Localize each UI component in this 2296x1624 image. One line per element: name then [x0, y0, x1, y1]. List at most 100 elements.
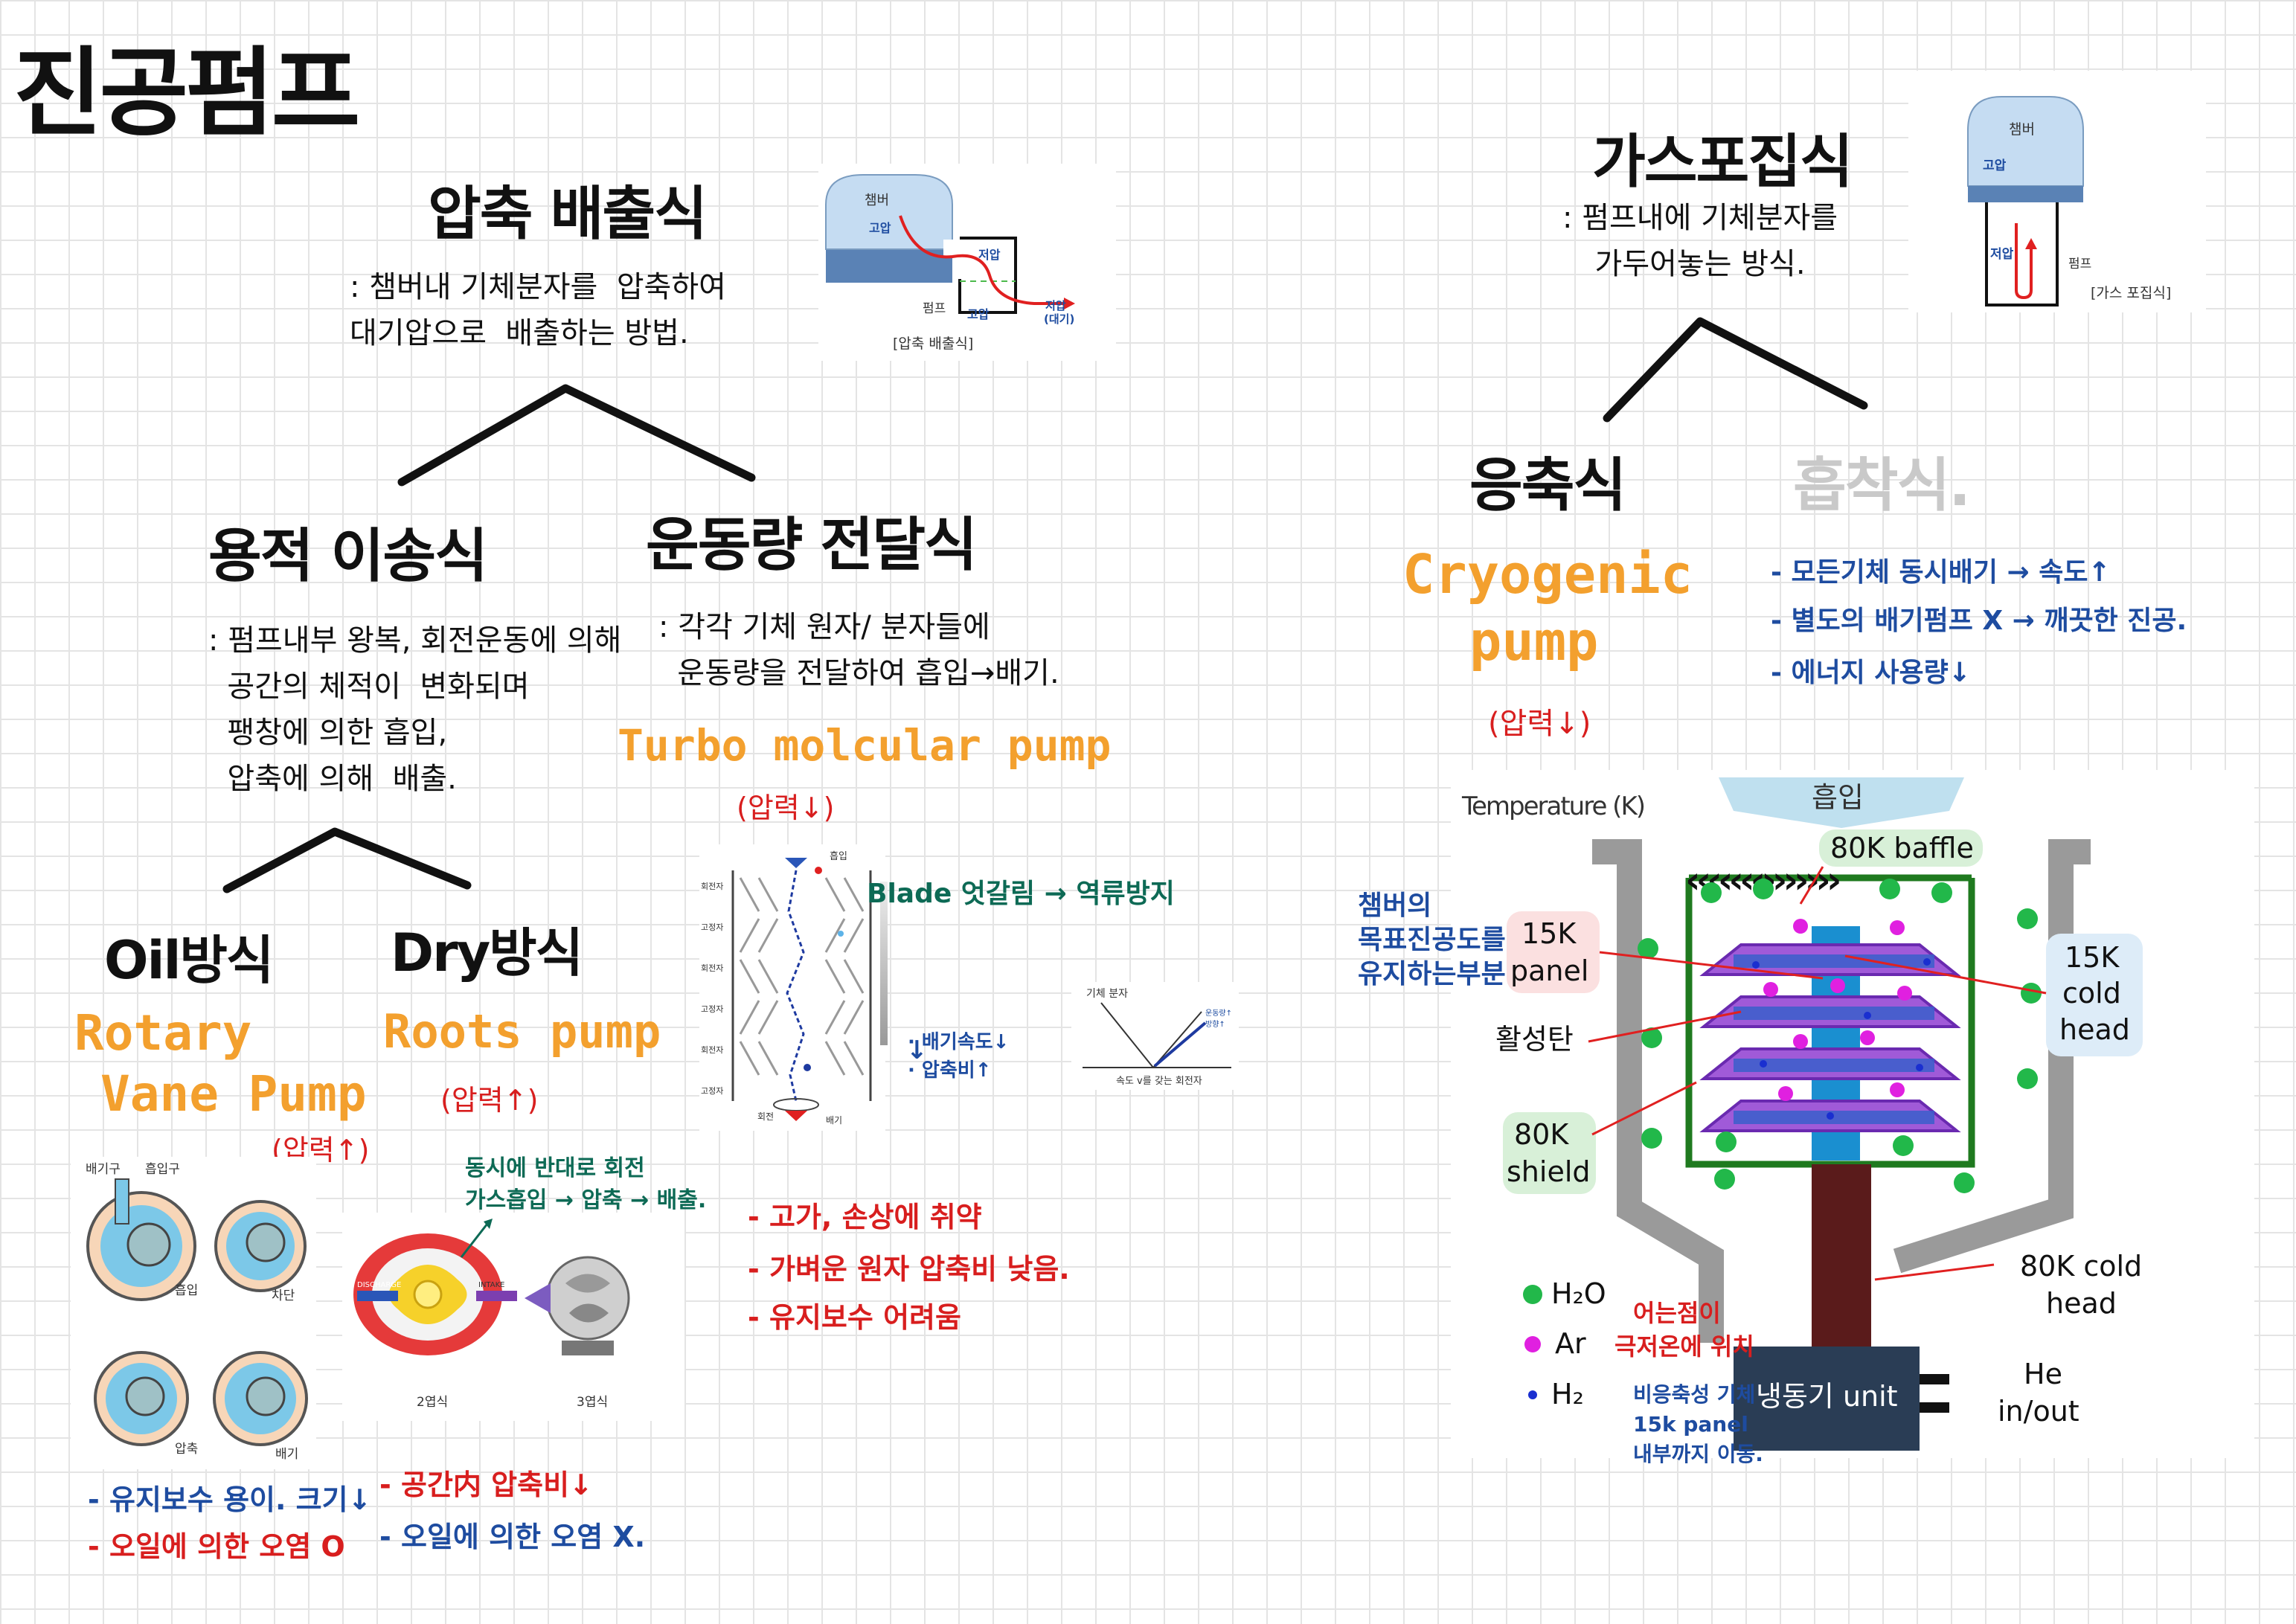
cap-high: 고압 — [1983, 158, 2007, 173]
cryo-ar-note2: 극저온에 위치 — [1614, 1332, 1754, 1361]
legend-ar: Ar — [1555, 1327, 1586, 1360]
cryo-baffle: 80K baffle — [1830, 832, 1974, 864]
turbo-note1: - 고가, 손상에 취약 — [748, 1201, 982, 1233]
cryo-cold15-3: head — [2059, 1013, 2130, 1046]
turbo-pump: Turbo molcular pump — [618, 720, 1112, 771]
vel-up2: 방향↑ — [1205, 1020, 1225, 1029]
adsorb-note1: - 모든기체 동시배기 → 속도↑ — [1771, 557, 2111, 588]
capture-desc: : 펌프내에 기체분자를 가두어놓는 방식. — [1562, 201, 1838, 281]
momentum-desc: : 각각 기체 원자/ 분자들에 운동량을 전달하여 흡입→배기. — [658, 610, 1059, 690]
dry-note2: - 오일에 의한 오염 X. — [379, 1521, 646, 1553]
cryo-intake: 흡입 — [1812, 781, 1864, 814]
adsorb-heading: 흡착식. — [1793, 452, 1971, 519]
oil-pump-line2: Vane Pump — [100, 1065, 367, 1123]
roots-two-lobe: 2엽식 — [417, 1395, 448, 1410]
cryo-panel15-1: 15K — [1521, 917, 1577, 950]
cap-low: 저압 — [1990, 246, 2014, 262]
cryo-pump-line2: pump — [1469, 610, 1599, 673]
dry-note1: - 공간内 압축비↓ — [379, 1469, 593, 1501]
rv-block: 차단 — [272, 1288, 295, 1303]
turbo-rotor-3: 회전자 — [701, 1045, 723, 1055]
cryo-pump-line1: Cryogenic — [1402, 543, 1693, 606]
rotary-vane-diagram: 배기구 흡입구 흡입 차단 압축 배기 — [71, 1157, 316, 1469]
legend-h2: H₂ — [1551, 1378, 1584, 1410]
turbo-intake: 흡입 — [830, 851, 847, 862]
rv-compress: 압축 — [175, 1442, 198, 1457]
fig-atm-label: (대기) — [1044, 312, 1074, 326]
cryo-ar-note1: 어는점이 — [1633, 1299, 1721, 1327]
ratio-note: · 압축비↑ — [908, 1059, 992, 1082]
oil-note1: - 유지보수 용이. 크기↓ — [88, 1483, 372, 1516]
turbo-rotor-1: 회전자 — [701, 882, 723, 891]
vel-gas: 기체 분자 — [1086, 988, 1128, 1000]
roots-pump-diagram: DISCHARGE INTAKE 2엽식 3엽식 — [342, 1213, 684, 1421]
positive-heading: 용적 이송식 — [208, 523, 488, 590]
rv-suction: 흡입 — [175, 1283, 198, 1298]
dry-annot2: 가스흡입 → 압축 → 배출. — [465, 1187, 707, 1213]
cap-pump: 펌프 — [2068, 257, 2091, 272]
fig-low-label: 저압 — [978, 248, 1001, 262]
compression-diagram: 챔버 고압 저압 펌프 고압 저압 (대기) [압축 배출식] — [818, 164, 1116, 361]
fig-caption: [압축 배출식] — [893, 336, 973, 352]
cryo-cold80-1: 80K cold — [2020, 1250, 2142, 1283]
cryo-panel15-2: panel — [1510, 954, 1588, 987]
cryo-cold15-2: cold — [2062, 977, 2121, 1010]
page-title: 진공펌프 — [13, 36, 360, 150]
turbo-note3: - 유지보수 어려움 — [748, 1301, 961, 1334]
cryo-chamber-note: 챔버의 목표진공도를 유지하는부분 — [1358, 890, 1506, 989]
cryo-cold15-1: 15K — [2065, 941, 2120, 974]
compression-desc: : 챔버내 기체분자를 압축하여 대기압으로 배출하는 방법. — [350, 270, 726, 350]
turbo-stator-1: 고정자 — [701, 922, 723, 932]
dry-annot1: 동시에 반대로 회전 — [465, 1155, 645, 1181]
down-arrow-icon: ↓ — [906, 1036, 928, 1065]
turbo-exhaust: 배기 — [826, 1115, 842, 1126]
oil-pump-line1: Rotary — [74, 1004, 252, 1062]
cryo-he-1: He — [2024, 1358, 2062, 1390]
fig-lowatm-label: 저압 — [1045, 299, 1066, 312]
dry-pressure: (압력↑) — [440, 1084, 539, 1117]
cryo-pump-diagram: Temperature (K) 흡입 ‹‹‹‹‹‹‹››››››› — [1451, 770, 2254, 1458]
turbo-stator-3: 고정자 — [701, 1086, 723, 1096]
oil-note2: - 오일에 의한 오염 O — [88, 1530, 345, 1563]
blade-note: Blade 엇갈림 → 역류방지 — [867, 879, 1175, 909]
velocity-diagram: 기체 분자 운동량↑ 방향↑ 속도 v를 갖는 회전자 — [1071, 982, 1239, 1090]
fig-high-label: 고압 — [869, 221, 891, 235]
dry-pump: Roots pump — [383, 1004, 661, 1059]
speed-note: · 배기속도↓ — [908, 1031, 1010, 1053]
fig-high2-label: 고압 — [967, 307, 990, 321]
adsorb-note2: - 별도의 배기펌프 X → 깨끗한 진공. — [1771, 606, 2187, 636]
cryo-h2-note: 비응축성 기체 15k panel 내부까지 이동. — [1633, 1382, 1763, 1466]
legend-h2o: H₂O — [1551, 1277, 1606, 1310]
cryo-cold80-2: head — [2046, 1287, 2117, 1320]
fig-pump-label: 펌프 — [923, 301, 946, 316]
cap-chamber: 챔버 — [2009, 121, 2035, 138]
vel-speed: 속도 v를 갖는 회전자 — [1116, 1076, 1202, 1087]
capture-heading: 가스포집식 — [1592, 129, 1853, 196]
positive-desc: : 펌프내부 왕복, 회전운동에 의해 공간의 체적이 변화되며 팽창에 의한 … — [208, 623, 622, 796]
cryo-charcoal: 활성탄 — [1495, 1023, 1574, 1056]
roots-intake: INTAKE — [478, 1281, 504, 1289]
turbo-rotor-2: 회전자 — [701, 963, 723, 973]
cap-caption: [가스 포집식] — [2091, 285, 2171, 301]
cryo-shield-2: shield — [1507, 1155, 1591, 1188]
compression-heading: 압축 배출식 — [428, 181, 708, 248]
turbo-pressure: (압력↓) — [737, 792, 835, 824]
turbo-diagram: 흡입 회전자 고정자 회전자 고정자 회전자 고정자 회전 배기 — [699, 844, 885, 1131]
roots-three-lobe: 3엽식 — [577, 1395, 608, 1410]
momentum-heading: 운동량 전달식 — [646, 512, 978, 579]
adsorb-note3: - 에너지 사용량↓ — [1771, 658, 1971, 688]
cryo-unit: 냉동기 unit — [1756, 1380, 1898, 1413]
turbo-note2: - 가벼운 원자 압축비 낮음. — [748, 1253, 1070, 1286]
rv-exhaust: 배기구 — [86, 1162, 121, 1177]
condense-heading: 응축식 — [1469, 452, 1626, 519]
rv-intake: 흡입구 — [145, 1162, 180, 1177]
cryo-pressure: (압력↓) — [1488, 707, 1591, 741]
rv-discharge: 배기 — [275, 1447, 298, 1462]
cryo-shield-1: 80K — [1514, 1118, 1569, 1151]
fig-chamber-label: 챔버 — [865, 193, 889, 208]
roots-discharge: DISCHARGE — [357, 1281, 401, 1289]
capture-diagram: 챔버 고압 저압 펌프 [가스 포집식] — [1908, 71, 2206, 312]
oil-heading: Oil방식 — [104, 930, 274, 991]
cryo-temp-label: Temperature (K) — [1461, 792, 1644, 821]
